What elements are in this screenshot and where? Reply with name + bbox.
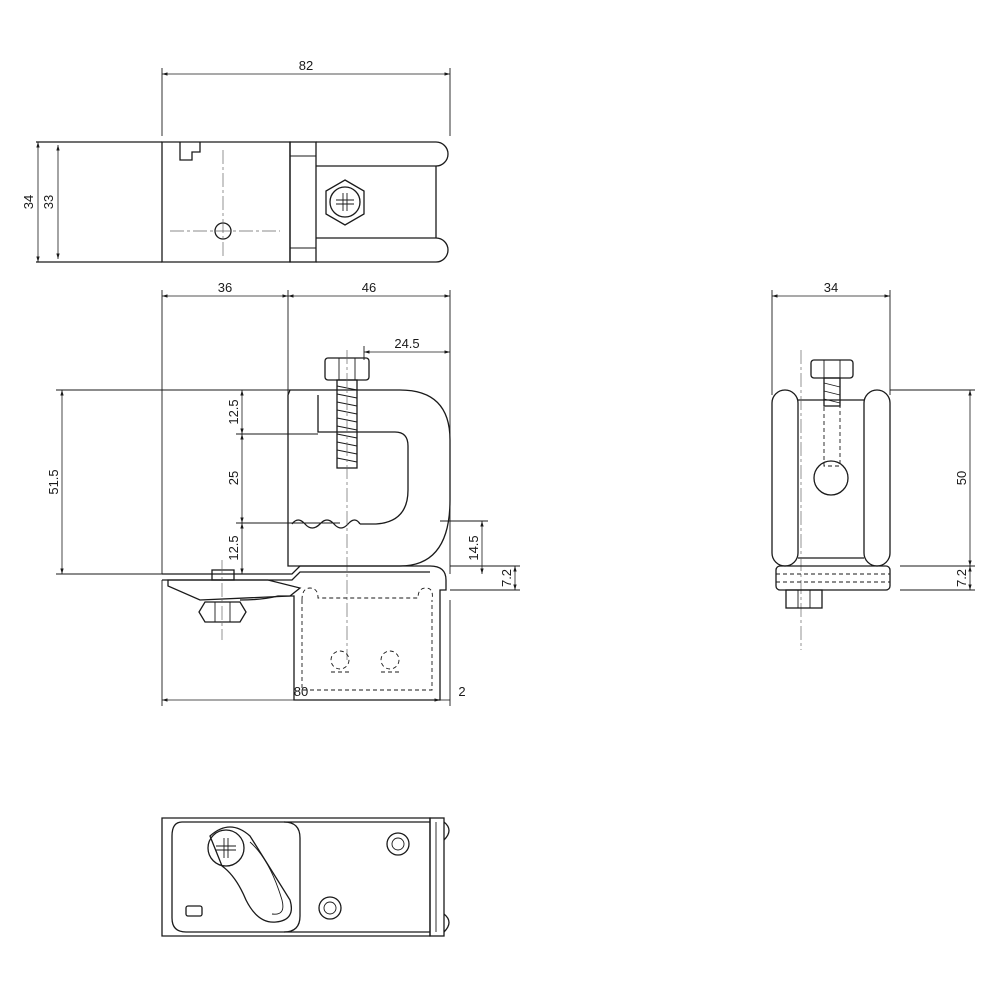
dimension-24-5: 24.5 (394, 336, 419, 351)
front-view: 36 46 24.5 51.5 12.5 25 12.5 14.5 7.2 (46, 280, 520, 706)
adjustment-slot (209, 826, 293, 923)
hex-bolt-head (325, 179, 365, 226)
left-rail (771, 389, 799, 567)
nut (198, 601, 247, 623)
dimension-2: 2 (458, 684, 465, 699)
dimension-80: 80 (294, 684, 308, 699)
phillips-icon (336, 193, 354, 211)
top-view: 82 34 33 (21, 58, 451, 263)
dimension-36: 36 (218, 280, 232, 295)
dimension-7-2-side: 7.2 (954, 569, 969, 587)
screw-head (207, 829, 245, 867)
dimension-34-top: 34 (21, 195, 36, 209)
side-view: 34 50 7.2 (771, 280, 975, 650)
c-clamp-body (287, 389, 451, 567)
right-rail (863, 389, 891, 567)
dimension-33-top: 33 (41, 195, 56, 209)
dimension-34-side: 34 (824, 280, 838, 295)
dimension-7-2-front: 7.2 (499, 569, 514, 587)
dimension-50: 50 (954, 471, 969, 485)
dimension-14-5: 14.5 (466, 535, 481, 560)
dimension-12-5-lower: 12.5 (226, 535, 241, 560)
dimension-46: 46 (362, 280, 376, 295)
dimension-51-5: 51.5 (46, 469, 61, 494)
dimension-12-5-upper: 12.5 (226, 399, 241, 424)
dimension-82: 82 (299, 58, 313, 73)
bottom-view (161, 817, 450, 937)
dimension-25: 25 (226, 471, 241, 485)
